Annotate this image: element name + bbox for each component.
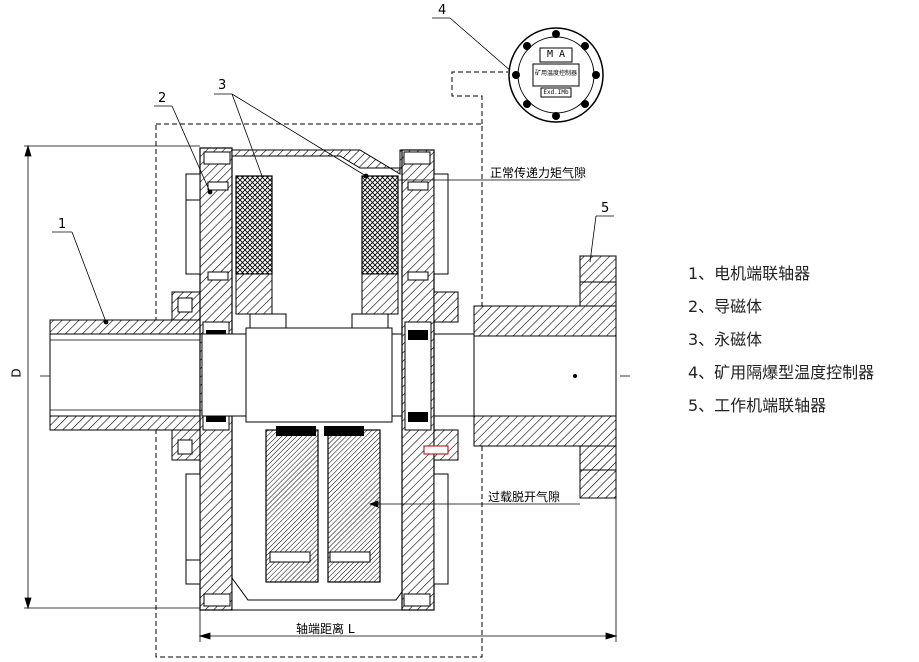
dimension-l-lines bbox=[198, 498, 618, 642]
torque-gap-label: 正常传递力矩气隙 bbox=[490, 166, 587, 180]
gap-annotations bbox=[366, 175, 580, 508]
right-conductor-disc bbox=[401, 149, 459, 611]
controller-rating: Exd.IMb bbox=[543, 89, 569, 96]
overload-gap-label: 过载脱开气隙 bbox=[488, 490, 561, 504]
legend-item-work-coupling: 5、工作机端联轴器 bbox=[688, 396, 827, 415]
shaft-distance-label: 轴端距离 L bbox=[296, 622, 355, 636]
dimension-d-label: D bbox=[9, 368, 24, 378]
bolts bbox=[203, 151, 449, 607]
legend-item-temperature-controller: 4、矿用隔爆型温度控制器 bbox=[688, 363, 875, 382]
callout-part-4: 4 bbox=[438, 3, 447, 18]
temperature-controller bbox=[508, 27, 604, 123]
cable-route bbox=[451, 71, 508, 124]
legend-item-permanent-magnet: 3、永磁体 bbox=[688, 330, 763, 349]
controller-name: 矿用温度控制器 bbox=[534, 70, 577, 77]
upper-magnet-assembly bbox=[235, 175, 399, 329]
callout-part-5: 5 bbox=[601, 201, 610, 216]
leader-lines bbox=[52, 17, 614, 325]
callout-part-3: 3 bbox=[218, 78, 227, 93]
callout-part-2: 2 bbox=[158, 91, 167, 106]
motor-end-coupling bbox=[49, 291, 203, 461]
callout-part-1: 1 bbox=[58, 217, 67, 232]
work-end-coupling bbox=[473, 255, 617, 499]
dimension-d-lines bbox=[24, 144, 200, 610]
parts-legend: 1、电机端联轴器 2、导磁体 3、永磁体 4、矿用隔爆型温度控制器 5、工作机端… bbox=[688, 260, 874, 425]
legend-item-motor-coupling: 1、电机端联轴器 bbox=[688, 264, 811, 283]
controller-brand: M A bbox=[546, 49, 566, 60]
lower-rotor-cover bbox=[231, 576, 413, 611]
legend-item-conductor: 2、导磁体 bbox=[688, 297, 763, 316]
lower-magnet-assembly bbox=[265, 426, 381, 583]
